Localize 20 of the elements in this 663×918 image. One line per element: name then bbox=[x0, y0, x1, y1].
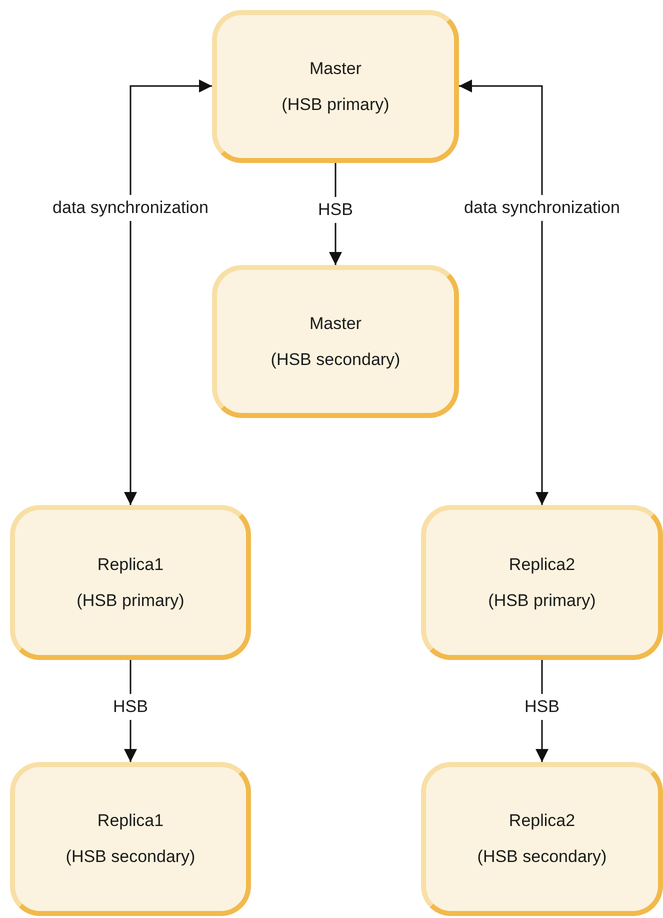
node-box bbox=[212, 265, 459, 418]
node-title: Replica1 bbox=[97, 811, 164, 831]
node-title: Replica2 bbox=[508, 554, 576, 574]
node-subtitle: (HSB secondary) bbox=[270, 350, 400, 370]
node-subtitle: (HSB primary) bbox=[488, 590, 596, 610]
node-title: Replica1 bbox=[97, 554, 164, 574]
node-box bbox=[212, 10, 459, 163]
node-title: Master bbox=[310, 58, 362, 78]
arrow bbox=[459, 80, 548, 505]
node-subtitle: (HSB secondary) bbox=[66, 847, 196, 867]
node-subtitle: (HSB primary) bbox=[282, 94, 390, 114]
node-subtitle: (HSB primary) bbox=[76, 590, 184, 610]
node-title: Replica2 bbox=[508, 811, 576, 831]
node-subtitle: (HSB secondary) bbox=[477, 847, 607, 867]
node-box bbox=[10, 762, 251, 916]
arrow bbox=[124, 80, 212, 505]
node-box bbox=[421, 505, 663, 660]
node-box bbox=[10, 505, 251, 660]
node-title: Master bbox=[310, 314, 362, 334]
node-box bbox=[421, 762, 663, 916]
